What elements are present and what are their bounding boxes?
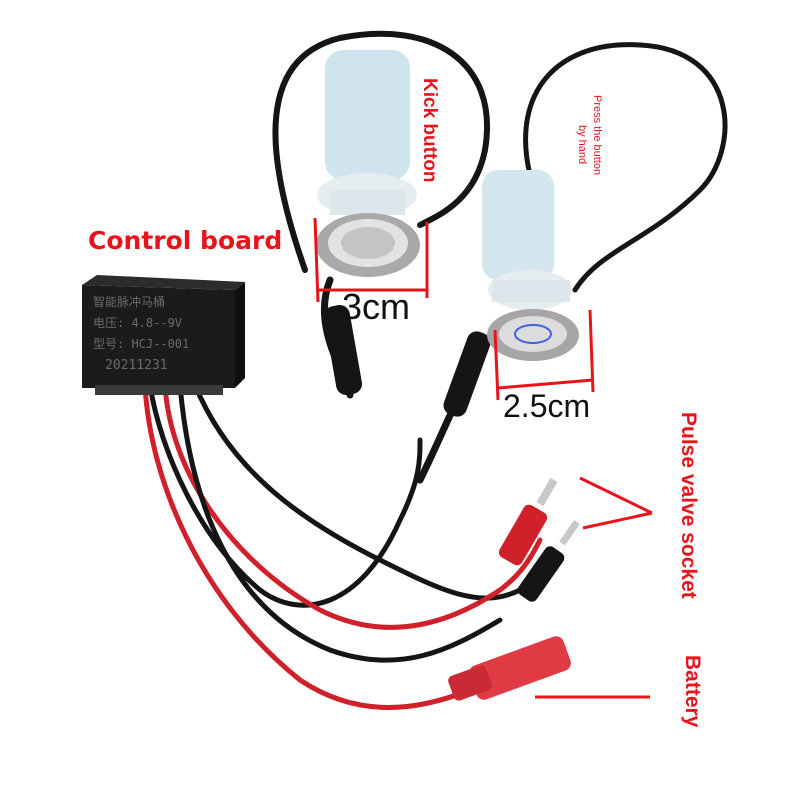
board-print-line1: 智能脉冲马桶 [93,295,166,309]
control-board-label: Control board [88,226,283,255]
press-button-label-line2: by hand [576,125,588,165]
dimension-small-label: 2.5cm [503,388,591,424]
pulse-valve-plugs [498,477,580,602]
kick-button-label: Kick button [419,78,440,183]
black-wire [147,382,423,608]
battery-socket [448,636,571,701]
board-print-line2: 电压: 4.8--9V [93,316,183,330]
annotation-lines [313,217,653,699]
hand-button [482,170,579,361]
dimension-large-label: 3cm [342,286,411,327]
red-wire-valve [162,382,543,630]
hand-button-cable [523,42,728,293]
kick-button-cable [272,30,490,273]
cables [142,30,728,710]
board-print-line3: 型号: HCJ--001 [93,337,190,351]
board-print-date: 20211231 [105,358,168,373]
control-board-box [82,275,245,395]
kick-button [316,50,420,277]
pulse-valve-label: Pulse valve socket [677,412,700,599]
red-wire-battery [142,382,473,710]
press-button-label-line1: Press the button [591,95,603,176]
battery-label: Battery [681,655,704,728]
